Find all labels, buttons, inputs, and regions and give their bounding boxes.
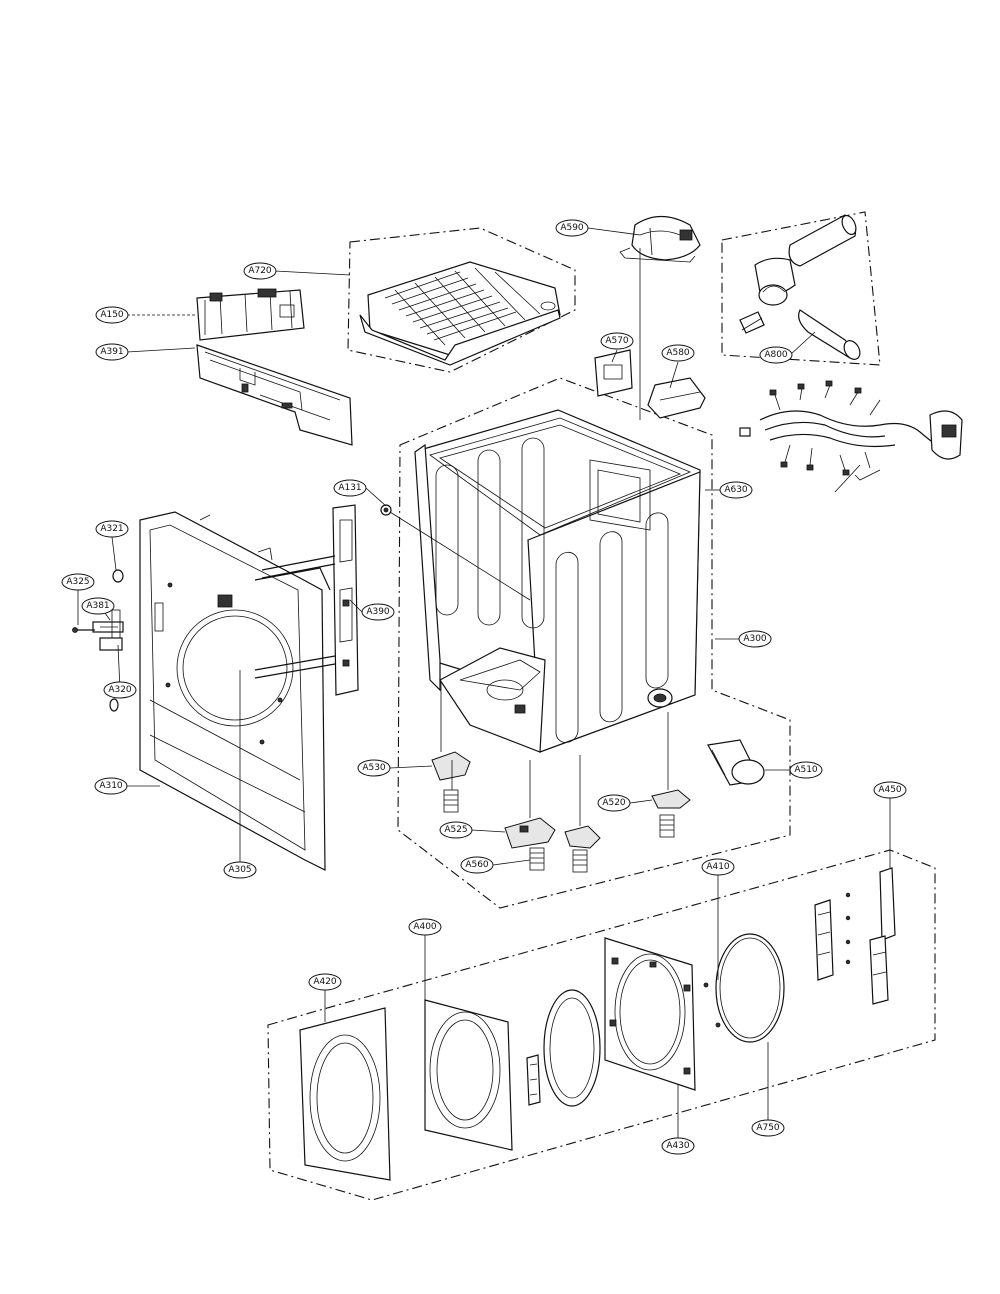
callout-label: A525 <box>444 825 467 835</box>
callout-a630: A630 <box>719 481 753 499</box>
leg-bracket-a525 <box>504 817 556 849</box>
callout-label: A750 <box>756 1123 780 1133</box>
callout-a510: A510 <box>789 761 823 779</box>
callout-a381: A381 <box>81 597 115 615</box>
screw-a410 <box>703 982 721 1028</box>
leader-lines <box>77 227 891 1138</box>
part-a580 <box>647 377 706 419</box>
door-frame-a400 <box>424 999 513 1151</box>
callout-a525: A525 <box>439 821 473 839</box>
callout-label: A530 <box>362 763 386 773</box>
wire-harness <box>739 380 963 481</box>
callout-a320: A320 <box>103 681 137 699</box>
callout-label: A580 <box>666 348 690 358</box>
leg-bracket-center <box>564 825 601 873</box>
callout-label: A321 <box>100 524 123 534</box>
foot-a560 <box>529 847 545 871</box>
callout-a530: A530 <box>357 759 391 777</box>
callout-a150: A150 <box>95 306 129 324</box>
callout-label: A560 <box>465 860 489 870</box>
pcb-assembly <box>196 288 305 341</box>
callout-label: A510 <box>794 765 818 775</box>
exhaust-duct <box>739 214 861 360</box>
duct-boundary <box>721 211 881 366</box>
callout-label: A520 <box>602 798 626 808</box>
callout-a800: A800 <box>759 346 793 364</box>
callout-label: A400 <box>413 922 437 932</box>
cabinet-boundary <box>397 377 791 909</box>
filter-housing <box>707 739 765 786</box>
callout-a321: A321 <box>95 520 129 538</box>
callout-label: A310 <box>99 781 123 791</box>
callout-label: A430 <box>666 1141 690 1151</box>
callout-a560: A560 <box>460 856 494 874</box>
callout-a750: A750 <box>751 1119 785 1137</box>
top-cover-grille <box>359 261 561 366</box>
rails <box>254 555 336 679</box>
callout-label: A305 <box>228 865 251 875</box>
callout-a131: A131 <box>333 479 367 497</box>
hinge-assembly-a450 <box>814 867 896 1005</box>
door-boundary <box>267 849 936 1201</box>
callout-a391: A391 <box>95 343 129 361</box>
control-panel-frame <box>196 344 353 446</box>
door-gasket <box>543 989 601 1107</box>
callout-a570: A570 <box>600 332 634 350</box>
water-valve <box>619 215 701 263</box>
leg-bracket-a520 <box>651 789 691 838</box>
callout-label: A420 <box>313 977 337 987</box>
bracket-a390 <box>332 504 359 696</box>
callout-a300: A300 <box>738 630 772 648</box>
outer-door-a420 <box>299 1007 391 1181</box>
screw-a325 <box>72 627 95 633</box>
callout-a580: A580 <box>661 344 695 362</box>
callout-label: A800 <box>764 350 788 360</box>
callout-a420: A420 <box>308 973 342 991</box>
leg-bracket-a530 <box>431 751 471 813</box>
top-cover-boundary <box>347 227 576 373</box>
part-a320 <box>109 698 119 712</box>
door-glass-seal-a750 <box>715 933 785 1043</box>
callout-label: A150 <box>100 310 124 320</box>
callout-a305: A305 <box>223 861 257 879</box>
callout-label: A325 <box>66 577 89 587</box>
callout-label: A300 <box>743 634 767 644</box>
callout-label: A390 <box>366 607 390 617</box>
door-latch-a381 <box>92 609 124 651</box>
callout-label: A450 <box>878 785 902 795</box>
callout-label: A720 <box>248 266 272 276</box>
part-a131 <box>380 504 392 516</box>
callout-label: A320 <box>108 685 132 695</box>
callout-a430: A430 <box>661 1137 695 1155</box>
callout-label: A131 <box>338 483 361 493</box>
callout-a400: A400 <box>408 918 442 936</box>
part-a570 <box>594 349 633 397</box>
callout-label: A630 <box>724 485 748 495</box>
part-a321 <box>112 569 124 583</box>
callout-label: A570 <box>605 336 629 346</box>
inner-door-a430 <box>604 937 696 1091</box>
callout-a310: A310 <box>94 777 128 795</box>
group-boundaries <box>267 211 936 1201</box>
callout-a325: A325 <box>61 573 95 591</box>
callout-label: A410 <box>706 862 730 872</box>
callout-label: A381 <box>86 601 109 611</box>
callout-a390: A390 <box>361 603 395 621</box>
callout-a520: A520 <box>597 794 631 812</box>
callout-a450: A450 <box>873 781 907 799</box>
callout-a720: A720 <box>243 262 277 280</box>
hinge-cover <box>526 1054 541 1106</box>
front-panel <box>139 511 326 871</box>
callout-label: A590 <box>560 223 584 233</box>
callout-a410: A410 <box>701 858 735 876</box>
callout-a590: A590 <box>555 219 589 237</box>
cabinet <box>414 409 701 753</box>
callout-label: A391 <box>100 347 123 357</box>
